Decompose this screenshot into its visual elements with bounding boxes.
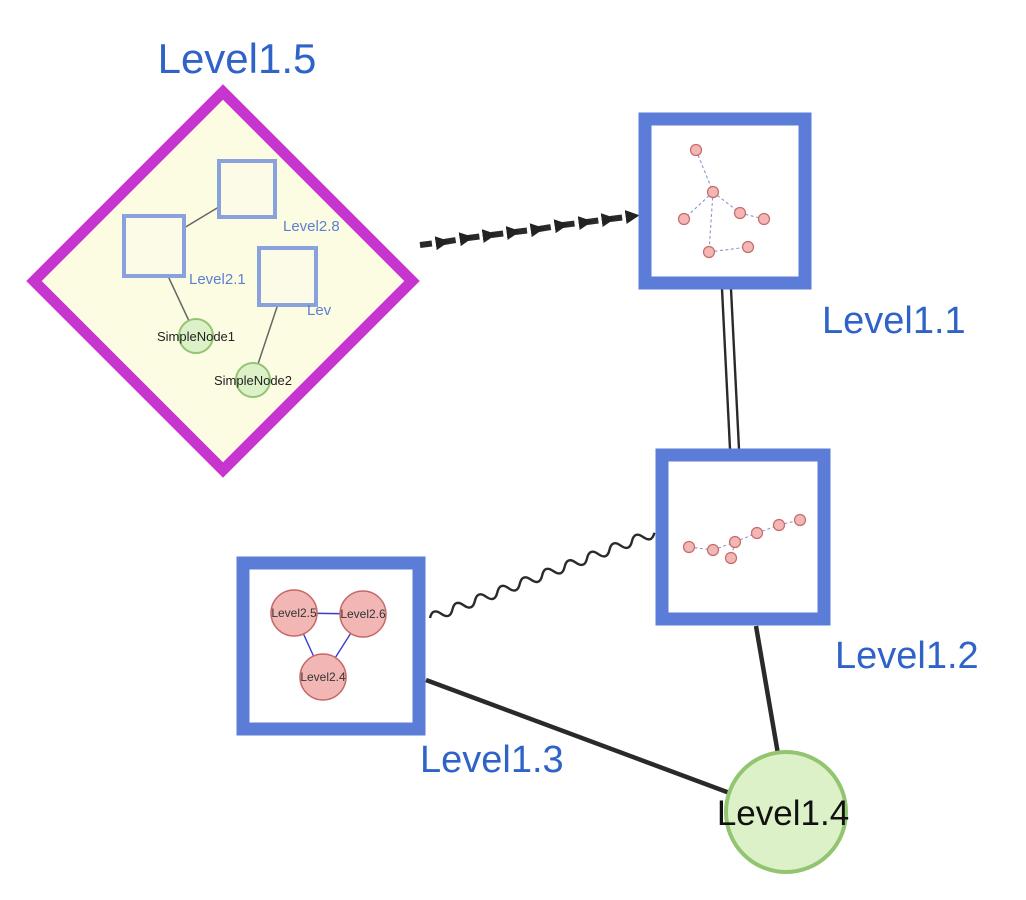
mini-node bbox=[750, 526, 764, 540]
label-level1-3: Level1.3 bbox=[420, 739, 564, 781]
mini-edge bbox=[708, 246, 749, 253]
edge-level13-level12[interactable] bbox=[428, 529, 656, 623]
label-simplenode1: SimpleNode1 bbox=[157, 329, 235, 344]
node-level2-truncated[interactable] bbox=[257, 246, 318, 307]
mini-edge bbox=[739, 212, 765, 220]
mini-node bbox=[689, 143, 703, 157]
mini-node bbox=[706, 543, 720, 557]
node-level2-6[interactable] bbox=[339, 590, 387, 638]
edge-level13-level14[interactable] bbox=[425, 677, 736, 798]
mini-node bbox=[682, 540, 696, 554]
label-level1-2: Level1.2 bbox=[835, 635, 979, 677]
mini-edge bbox=[734, 532, 758, 543]
node-level2-4[interactable] bbox=[299, 653, 347, 701]
mini-node bbox=[706, 185, 720, 199]
label-level1-4: Level1.4 bbox=[717, 794, 849, 833]
mini-edge bbox=[695, 149, 714, 193]
node-level2-1[interactable] bbox=[122, 214, 186, 278]
label-level2-5: Level2.5 bbox=[271, 606, 317, 620]
label-level2-1: Level2.1 bbox=[189, 271, 246, 288]
mini-node bbox=[772, 518, 786, 532]
edge-level11-level12[interactable] bbox=[720, 288, 741, 450]
mini-node bbox=[724, 551, 738, 565]
label-simplenode2: SimpleNode2 bbox=[214, 373, 292, 388]
mini-node bbox=[733, 206, 747, 220]
label-level1-1: Level1.1 bbox=[822, 300, 966, 342]
label-level2-truncated: Lev bbox=[307, 302, 332, 319]
node-level1-5[interactable] bbox=[26, 84, 420, 478]
node-level1-1[interactable] bbox=[638, 112, 812, 290]
wavy-path bbox=[428, 532, 656, 619]
mini-node bbox=[793, 513, 807, 527]
node-level1-3[interactable] bbox=[236, 556, 426, 736]
mini-edge bbox=[708, 191, 714, 253]
node-level2-8[interactable] bbox=[217, 159, 277, 219]
level1-1-thumbnail-graph bbox=[677, 143, 771, 259]
node-simplenode1[interactable] bbox=[178, 318, 214, 354]
mini-node bbox=[677, 212, 691, 226]
label-level2-8: Level2.8 bbox=[283, 218, 340, 235]
node-level1-4[interactable] bbox=[724, 750, 848, 874]
mini-node bbox=[757, 212, 771, 226]
edge-level15-level11[interactable] bbox=[419, 210, 640, 251]
edge-double-line-1 bbox=[720, 288, 732, 450]
label-level2-6: Level2.6 bbox=[340, 607, 386, 621]
label-level1-5: Level1.5 bbox=[158, 35, 317, 82]
edge-double-line-2 bbox=[729, 288, 741, 450]
mini-node bbox=[702, 245, 716, 259]
mini-node bbox=[741, 240, 755, 254]
level1-2-thumbnail-graph bbox=[682, 513, 807, 565]
label-level2-4: Level2.4 bbox=[300, 670, 346, 684]
node-simplenode2[interactable] bbox=[235, 362, 271, 398]
mini-edge bbox=[683, 191, 714, 220]
node-level1-2[interactable] bbox=[655, 448, 831, 626]
edge-level12-level14[interactable] bbox=[753, 625, 781, 755]
mini-edge bbox=[712, 541, 736, 551]
mini-edge bbox=[756, 524, 780, 534]
mini-node bbox=[728, 535, 742, 549]
node-level2-5[interactable] bbox=[270, 589, 318, 637]
mini-edge bbox=[688, 546, 714, 551]
